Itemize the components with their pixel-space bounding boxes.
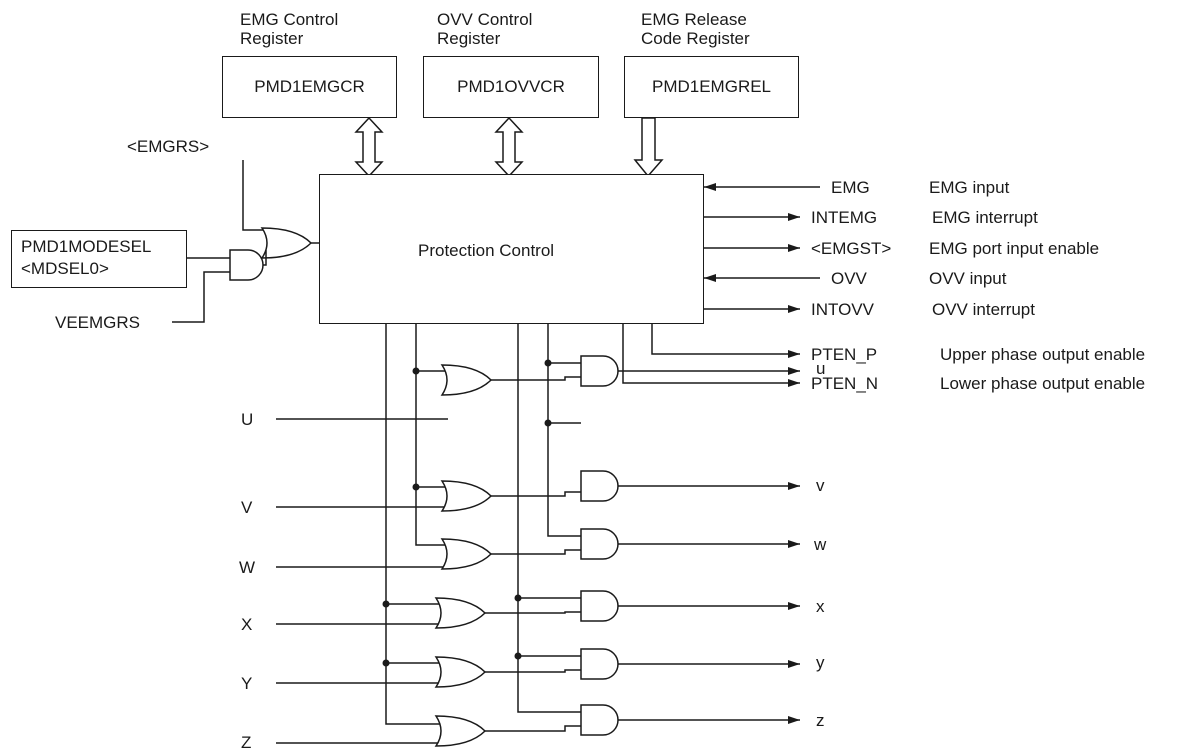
signal-desc: EMG input bbox=[929, 178, 1010, 197]
protection-control-block: Protection Control bbox=[319, 174, 704, 324]
input-label: Z bbox=[241, 733, 252, 752]
register-pmd1emgcr: PMD1EMGCR bbox=[222, 56, 397, 118]
signal-desc: EMG interrupt bbox=[932, 208, 1038, 227]
or-gate-u bbox=[440, 364, 493, 396]
protection-control-label: Protection Control bbox=[418, 241, 555, 260]
junction-dots bbox=[382, 359, 552, 667]
signal-name: PTEN_P bbox=[811, 345, 878, 364]
signal-name: INTOVV bbox=[811, 300, 874, 319]
signal-name: INTEMG bbox=[811, 208, 878, 227]
or-gate-x bbox=[434, 597, 487, 629]
signal-name: <EMGST> bbox=[811, 239, 892, 258]
input-label: Y bbox=[241, 674, 253, 693]
veemgrs-label: VEEMGRS bbox=[55, 313, 141, 332]
and-gate-u bbox=[580, 355, 619, 387]
output-label: x bbox=[816, 597, 825, 616]
emgrs-label: <EMGRS> bbox=[127, 137, 210, 156]
input-label: X bbox=[241, 615, 253, 634]
output-label: w bbox=[814, 535, 827, 554]
signal-desc: OVV interrupt bbox=[932, 300, 1035, 319]
signal-desc: Upper phase output enable bbox=[940, 345, 1146, 364]
register-pmd1ovvcr: PMD1OVVCR bbox=[423, 56, 599, 118]
or-gate-v bbox=[440, 480, 493, 512]
output-label: y bbox=[816, 653, 825, 672]
signal-desc: Lower phase output enable bbox=[940, 374, 1146, 393]
output-label: z bbox=[816, 711, 825, 730]
or-gate-w bbox=[440, 538, 493, 570]
or-gate-emgrs bbox=[260, 227, 313, 259]
signal-desc: EMG port input enable bbox=[929, 239, 1100, 258]
signal-desc: OVV input bbox=[929, 269, 1007, 288]
register-pmd1emgrel: PMD1EMGREL bbox=[624, 56, 799, 118]
and-gate-w bbox=[580, 528, 619, 560]
and-gate-x bbox=[580, 590, 619, 622]
input-label: U bbox=[241, 410, 254, 429]
input-label: V bbox=[241, 498, 253, 517]
signal-name: EMG bbox=[831, 178, 870, 197]
signal-name: OVV bbox=[831, 269, 867, 288]
bus-arrow-emgcr bbox=[354, 116, 384, 178]
or-gate-y bbox=[434, 656, 487, 688]
and-gate-modesel bbox=[229, 249, 264, 281]
bus-arrow-ovvcr bbox=[494, 116, 524, 178]
input-label: W bbox=[239, 558, 256, 577]
and-gate-z bbox=[580, 704, 619, 736]
modesel-register: PMD1MODESEL<MDSEL0> bbox=[11, 230, 187, 288]
and-gate-y bbox=[580, 648, 619, 680]
signal-name: PTEN_N bbox=[811, 374, 879, 393]
bus-arrow-emgrel bbox=[633, 117, 664, 178]
and-gate-v bbox=[580, 470, 619, 502]
output-label: v bbox=[816, 476, 825, 495]
or-gate-z bbox=[434, 715, 487, 747]
output-label: u bbox=[816, 359, 826, 378]
